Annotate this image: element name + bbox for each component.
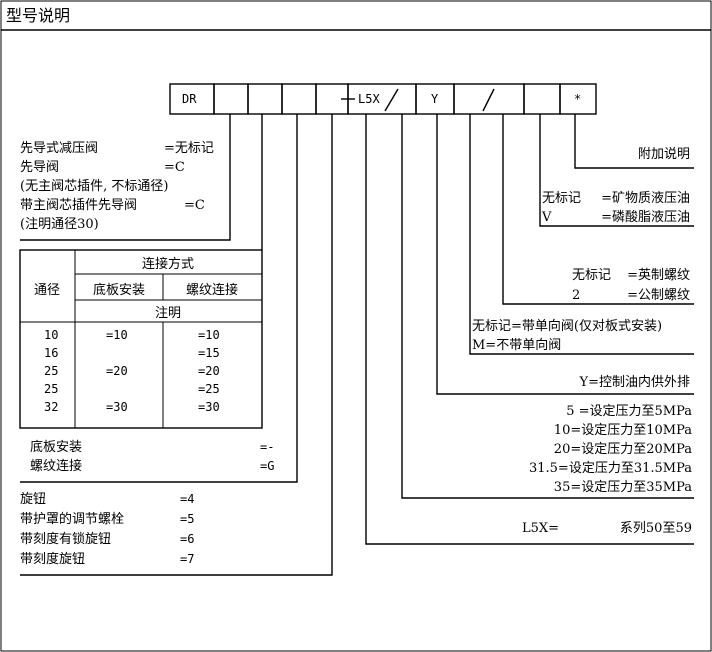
pilot-label: (注明通径30) xyxy=(20,217,99,232)
table-cell-plate: =20 xyxy=(106,364,128,378)
leader-thread xyxy=(502,114,694,305)
table-cell-thread: =25 xyxy=(198,382,220,396)
pilot-label: 先导式减压阀 xyxy=(20,141,98,156)
adjust-value: =6 xyxy=(180,532,194,546)
pilot-type-list: 先导式减压阀 =无标记 先导阀 =C (无主阀芯插件, 不标通径) 带主阀芯插件… xyxy=(20,141,214,232)
adjust-value: =5 xyxy=(180,512,194,526)
adjust-label: 带刻度旋钮 xyxy=(20,551,85,567)
pilot-value: =C xyxy=(164,160,185,175)
table-cell-dn: 25 xyxy=(44,364,58,378)
table-cell-plate: =10 xyxy=(106,328,128,342)
table-cell-dn: 25 xyxy=(44,382,58,396)
code-control: Y xyxy=(431,92,439,106)
fluid-text: =矿物质液压油 xyxy=(601,191,690,206)
code-box-size xyxy=(247,83,283,115)
table-header-connection: 连接方式 xyxy=(142,256,194,272)
thread-key: 2 xyxy=(572,288,580,303)
table-cell-dn: 10 xyxy=(44,328,58,342)
leader-fluid xyxy=(539,114,694,227)
adjust-label: 旋钮 xyxy=(20,492,46,507)
code-series: L5X xyxy=(358,92,380,106)
fluid-text: =磷酸脂液压油 xyxy=(601,210,690,225)
code-box-extra xyxy=(559,83,597,115)
adjust-label: 带刻度有锁旋钮 xyxy=(20,531,111,547)
pilot-value: =无标记 xyxy=(164,141,214,156)
fluid-key: V xyxy=(541,210,552,225)
pressure-option: 35=设定压力至35MPa xyxy=(554,480,692,495)
adjust-label: 带护罩的调节螺栓 xyxy=(20,511,124,527)
connection-label: 底板安装 xyxy=(30,439,82,455)
pilot-value: =C xyxy=(184,198,205,213)
fluid-list: 无标记 =矿物质液压油 V =磷酸脂液压油 xyxy=(541,191,690,225)
leader-lines xyxy=(20,114,694,576)
thread-text: =英制螺纹 xyxy=(627,268,690,283)
leader-series xyxy=(365,114,694,545)
pressure-option: 31.5=设定压力至31.5MPa xyxy=(529,461,692,476)
leader-pilot xyxy=(20,114,231,241)
table-header-thread: 螺纹连接 xyxy=(186,282,238,298)
extra-label: 附加说明 xyxy=(638,147,690,162)
leader-control xyxy=(436,114,694,395)
pressure-option: 20=设定压力至20MPa xyxy=(554,442,692,457)
leader-pressure xyxy=(401,114,694,499)
pressure-option: 10=设定压力至10MPa xyxy=(554,423,692,438)
size-table: 连接方式 通径 底板安装 螺纹连接 注明 10 =10 =10 16 =15 2… xyxy=(19,249,263,429)
table-cell-dn: 32 xyxy=(44,400,58,414)
code-star: * xyxy=(574,92,581,106)
series-key: L5X= xyxy=(522,521,559,536)
table-header-dn: 通径 xyxy=(34,283,60,298)
thread-text: =公制螺纹 xyxy=(627,288,690,303)
table-cell-thread: =15 xyxy=(198,346,220,360)
table-frame xyxy=(19,249,263,429)
connection-label: 螺纹连接 xyxy=(30,458,82,474)
table-cell-thread: =20 xyxy=(198,364,220,378)
fluid-key: 无标记 xyxy=(542,191,581,206)
thread-key: 无标记 xyxy=(572,268,611,283)
check-valve-list: 无标记=带单向阀(仅对板式安装) M=不带单向阀 xyxy=(472,318,662,353)
connection-value: =- xyxy=(260,440,274,454)
connection-value: =G xyxy=(260,459,274,473)
pilot-label: 先导阀 xyxy=(20,160,59,175)
table-cell-thread: =10 xyxy=(198,328,220,342)
table-header-note: 注明 xyxy=(155,306,181,321)
series-info: L5X= 系列50至59 xyxy=(522,521,692,536)
pressure-list: 5 =设定压力至5MPa 10=设定压力至10MPa 20=设定压力至20MPa… xyxy=(529,404,692,495)
code-box-pilot xyxy=(213,83,249,115)
check-valve-option: 无标记=带单向阀(仅对板式安装) xyxy=(472,318,662,334)
pilot-label: (无主阀芯插件, 不标通径) xyxy=(20,179,168,194)
thread-type-list: 无标记 =英制螺纹 2 =公制螺纹 xyxy=(572,268,690,303)
connection-list: 底板安装 =- 螺纹连接 =G xyxy=(30,439,274,474)
table-cell-dn: 16 xyxy=(44,346,58,360)
code-box-connection xyxy=(281,83,317,115)
adjust-value: =4 xyxy=(180,492,194,506)
leader-adjust xyxy=(20,114,333,576)
code-box-fluid xyxy=(523,83,561,115)
page-title: 型号说明 xyxy=(6,6,70,25)
slash-mark xyxy=(384,88,399,112)
leader-check xyxy=(469,114,694,355)
series-text: 系列50至59 xyxy=(620,521,692,536)
adjust-value: =7 xyxy=(180,552,194,566)
code-prefix: DR xyxy=(182,92,197,106)
table-cell-thread: =30 xyxy=(198,400,220,414)
table-cell-plate: =30 xyxy=(106,400,128,414)
control-oil-text: Y=控制油内供外排 xyxy=(579,374,690,390)
check-valve-option: M=不带单向阀 xyxy=(472,337,561,353)
pilot-label: 带主阀芯插件先导阀 xyxy=(20,198,137,213)
adjust-list: 旋钮 =4 带护罩的调节螺栓 =5 带刻度有锁旋钮 =6 带刻度旋钮 =7 xyxy=(20,492,194,567)
table-header-plate: 底板安装 xyxy=(93,282,145,298)
code-boxes: DR L5X Y * xyxy=(169,83,597,115)
pressure-option: 5 =设定压力至5MPa xyxy=(566,404,692,419)
leader-extra xyxy=(574,114,694,169)
slash-mark xyxy=(482,88,495,112)
leader-connection xyxy=(20,114,298,483)
